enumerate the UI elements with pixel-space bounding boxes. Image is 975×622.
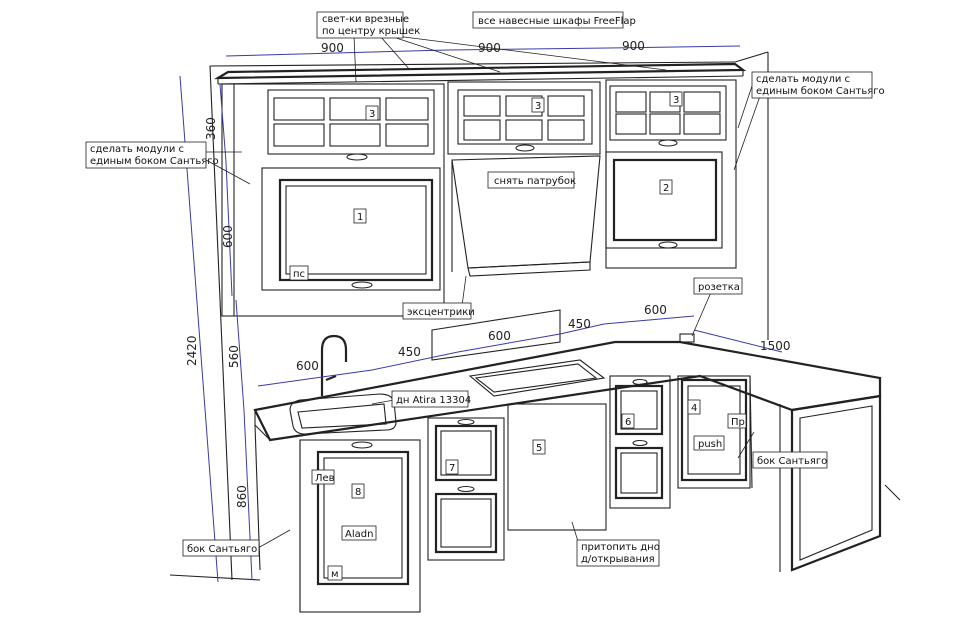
dim-top-left: 900 (321, 41, 344, 55)
note-sink-line1: притопить дно (581, 542, 660, 553)
dimension-text: 900 900 900 360 600 2420 560 860 600 450… (185, 39, 791, 508)
dim-counter-left: 600 (296, 359, 319, 373)
note-side-left: бок Сантьяго (187, 544, 257, 555)
marker-5: 5 (536, 443, 542, 454)
top-cornice (213, 62, 747, 85)
marker-7: 7 (449, 463, 455, 474)
dim-total-height: 2420 (185, 335, 199, 366)
backsplash-panel (431, 309, 561, 361)
dim-upper-height: 360 (204, 117, 218, 140)
dim-middle-height: 600 (221, 225, 235, 248)
marker-2: 2 (663, 183, 669, 194)
marker-3a: 3 (369, 109, 375, 120)
annotations: свет-ки врезные по центру крышек все нав… (85, 11, 885, 567)
note-lights-line2: по центру крышек (322, 26, 420, 37)
note-remove-hood: снять патрубок (494, 176, 576, 187)
marker-3c: 3 (673, 95, 679, 106)
marker-pr: Пр (731, 417, 745, 428)
note-oven: дн Atira 13304 (396, 395, 471, 406)
dim-counter-gap1: 450 (398, 345, 421, 359)
note-lights-line1: свет-ки врезные (322, 14, 409, 25)
note-socket: розетка (698, 282, 740, 293)
leader-lines (205, 35, 761, 549)
dim-bar-length: 1500 (760, 339, 791, 353)
dim-base-height: 860 (235, 485, 249, 508)
marker-1: 1 (357, 212, 363, 223)
range-hood (451, 155, 601, 277)
dim-apron-height: 560 (227, 345, 241, 368)
dimension-lines (179, 45, 783, 583)
note-eccentrics: эксцентрики (407, 307, 475, 318)
marker-6: 6 (625, 417, 631, 428)
marker-3b: 3 (535, 101, 541, 112)
dim-top-right: 900 (622, 39, 645, 53)
note-modules-left-line2: единым боком Сантьяго (90, 156, 219, 167)
number-markers: 1 2 3 3 3 4 5 6 7 8 пс Лев Пр push Aladn… (289, 91, 747, 581)
dim-counter-mid: 600 (488, 329, 511, 343)
note-all-flap: все навесные шкафы FreeFlap (478, 16, 636, 27)
dim-counter-right: 600 (644, 303, 667, 317)
marker-ps: пс (293, 269, 305, 280)
base-cabinets (254, 375, 882, 613)
upper-cabinets (221, 79, 737, 317)
note-modules-right-line1: сделать модули с (756, 74, 850, 85)
dim-counter-gap2: 450 (568, 317, 591, 331)
marker-m: м (331, 569, 339, 580)
note-modules-right-line2: единым боком Сантьяго (756, 86, 885, 97)
marker-push: push (698, 439, 722, 450)
marker-aladn: Aladn (345, 529, 373, 540)
marker-4: 4 (691, 403, 697, 414)
marker-8: 8 (355, 487, 361, 498)
marker-lev: Лев (315, 473, 335, 484)
note-modules-left-line1: сделать модули с (90, 144, 184, 155)
note-side-right: бок Сантьяго (757, 456, 827, 467)
note-sink-line2: д/открывания (581, 554, 655, 565)
